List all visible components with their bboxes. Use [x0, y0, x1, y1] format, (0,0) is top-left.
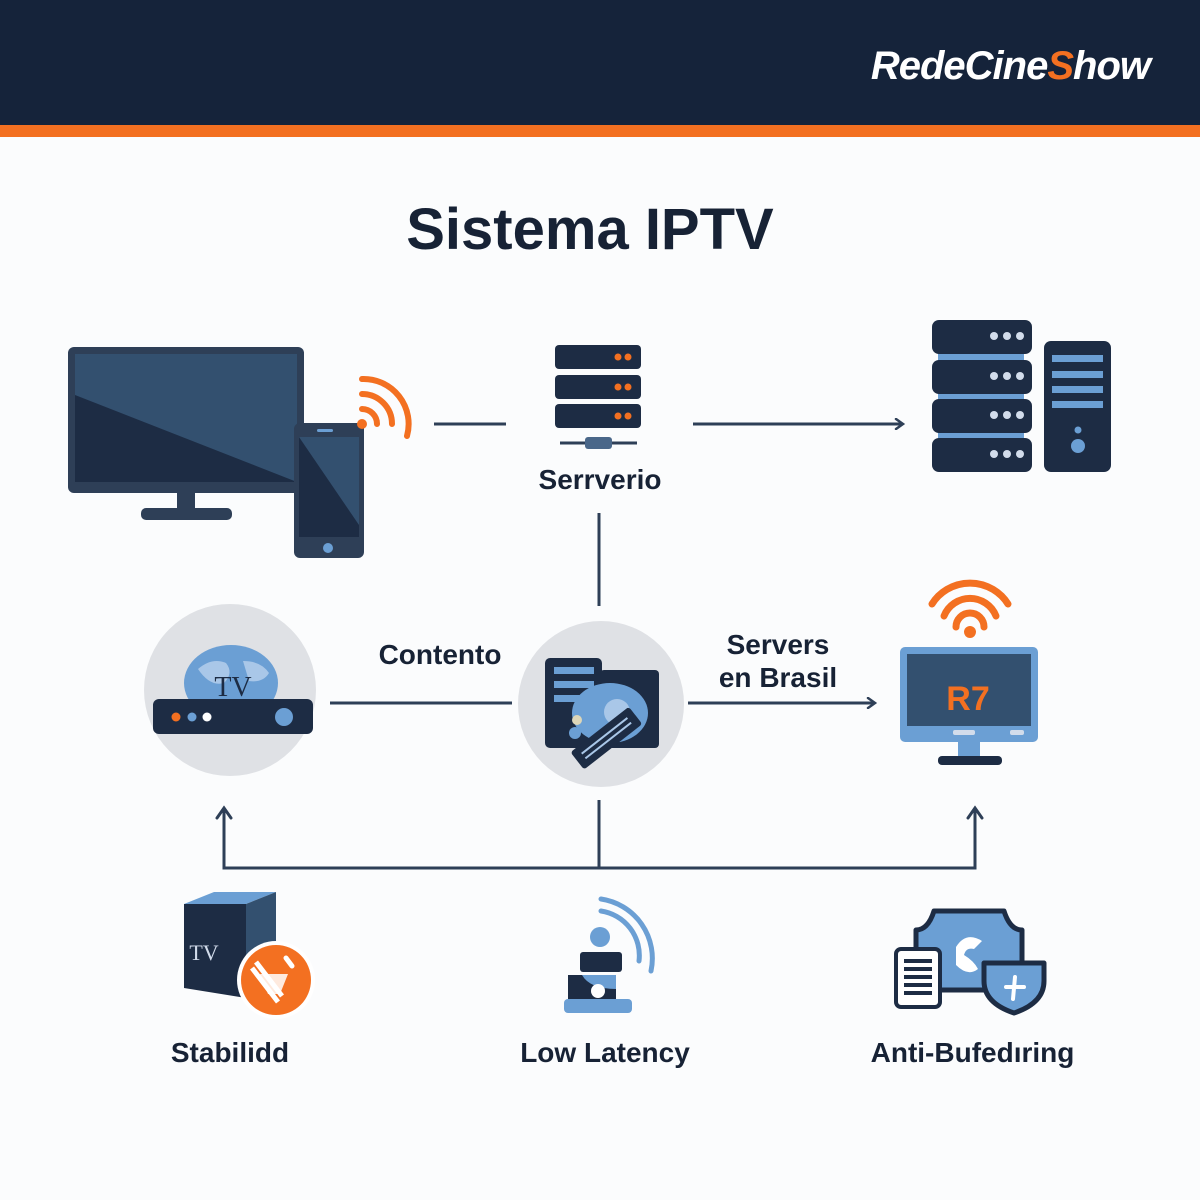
arrowhead-left-up [215, 805, 233, 820]
settop-tv-text: TV [214, 672, 251, 703]
tv-r7-icon: R7 [900, 579, 1038, 765]
datacenter-servers-icon [932, 320, 1111, 472]
r7-screen-text: R7 [946, 680, 989, 718]
servers-brasil-line1: Servers [726, 629, 830, 660]
page-title: Sistema IPTV [406, 197, 774, 262]
tv-and-phone-icon [68, 347, 412, 558]
brand-suffix: how [1073, 44, 1151, 88]
servers-brasil-line2: en Brasil [718, 662, 838, 693]
media-content-icon [518, 621, 684, 787]
anti-buffering-shield-icon [894, 908, 1047, 1016]
wifi-signal-icon [928, 579, 1012, 631]
header-accent-stripe [0, 125, 1200, 137]
brand-prefix: RedeCine [870, 44, 1048, 88]
feature-label-low-latency: Low Latency [520, 1037, 690, 1068]
content-label: Contento [378, 639, 502, 670]
header-bar: RedeCineShow [0, 0, 1200, 125]
wifi-signal-icon [357, 375, 412, 439]
brand-logo: RedeCineShow [870, 44, 1151, 89]
tv-globe-set-top-box-icon: TV [144, 604, 316, 776]
bracket-bottom [222, 808, 977, 870]
arrowhead-right-up [966, 805, 984, 820]
server-rack-icon [555, 345, 641, 449]
feature-label-stability: Stabilidd [170, 1037, 290, 1068]
stability-tv-text: TV [189, 940, 218, 965]
low-latency-icon [564, 896, 655, 1013]
server-label: Serrverio [538, 464, 662, 495]
feature-label-anti-buffering: Anti-Bufedıring [870, 1037, 1075, 1068]
stability-box-icon: TV [184, 892, 315, 1019]
brand-accent-letter: S [1047, 44, 1074, 88]
servers-brasil-label: Servers en Brasil [698, 628, 858, 694]
